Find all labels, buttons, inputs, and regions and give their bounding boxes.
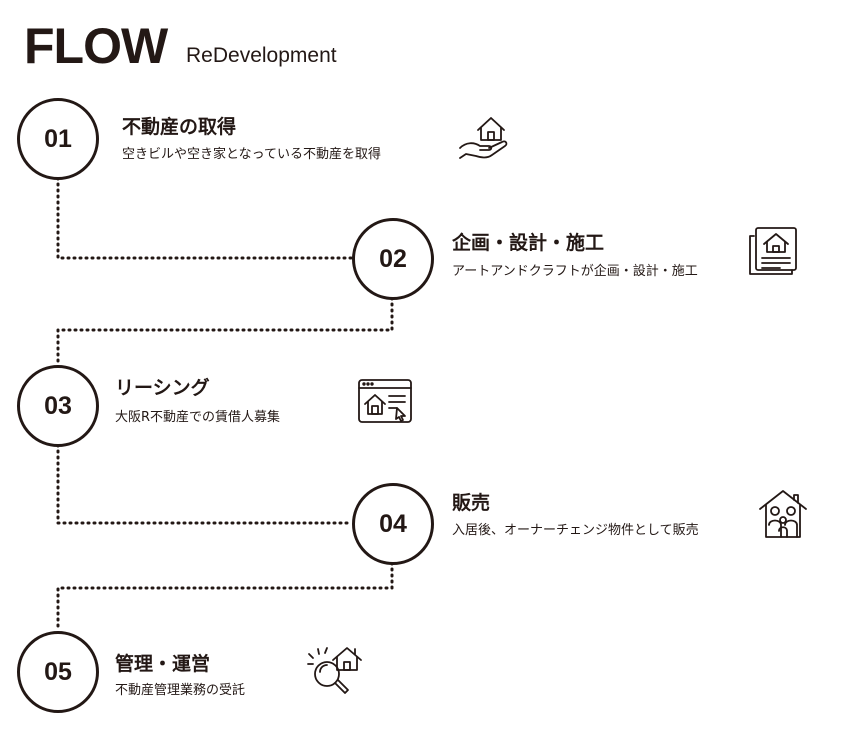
- house-with-family-icon: [756, 487, 810, 541]
- house-in-hand-icon: [456, 108, 512, 164]
- connector-03-04: [56, 443, 354, 525]
- step-description: 大阪R不動産での賃借人募集: [115, 410, 281, 425]
- step-number-circle: 01: [17, 98, 99, 180]
- step-title: リーシング: [115, 377, 210, 399]
- step-description: アートアンドクラフトが企画・設計・施工: [452, 264, 698, 279]
- house-listing-browser-icon: [357, 378, 413, 426]
- step-number-circle: 05: [17, 631, 99, 713]
- step-number: 04: [379, 509, 407, 538]
- page-subtitle: ReDevelopment: [186, 44, 337, 67]
- step-number-circle: 03: [17, 365, 99, 447]
- house-blueprint-document-icon: [746, 222, 800, 280]
- step-number-circle: 02: [352, 218, 434, 300]
- step-description: 入居後、オーナーチェンジ物件として販売: [452, 523, 699, 538]
- step-number: 05: [44, 657, 72, 686]
- page-title: FLOW: [24, 18, 168, 74]
- connector-01-02: [56, 176, 354, 260]
- step-title: 不動産の取得: [122, 116, 237, 138]
- step-title: 管理・運営: [115, 653, 211, 675]
- step-number: 02: [379, 244, 407, 273]
- step-title: 販売: [452, 492, 491, 514]
- step-number-circle: 04: [352, 483, 434, 565]
- step-description: 空きビルや空き家となっている不動産を取得: [122, 147, 381, 162]
- connector-02-03: [56, 296, 394, 364]
- step-number: 01: [44, 124, 72, 153]
- connector-04-05: [56, 561, 394, 632]
- step-number: 03: [44, 391, 72, 420]
- house-magnifier-icon: [305, 642, 363, 698]
- step-description: 不動産管理業務の受託: [115, 683, 246, 698]
- step-title: 企画・設計・施工: [452, 232, 605, 254]
